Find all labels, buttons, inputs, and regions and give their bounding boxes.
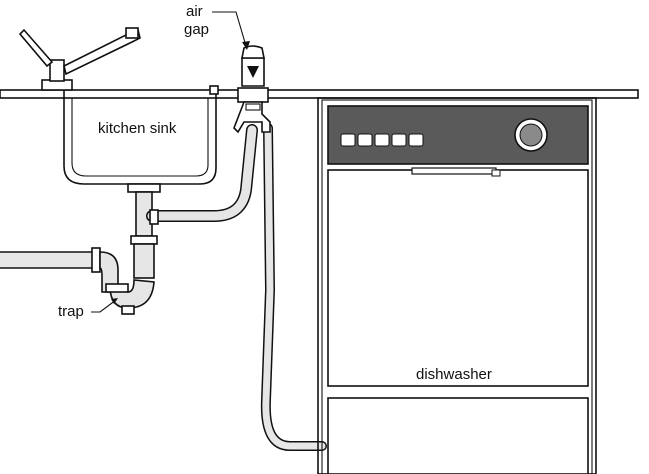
dishwasher-button-3[interactable] xyxy=(374,133,390,147)
kitchen-sink-basin xyxy=(63,85,219,193)
faucet xyxy=(18,27,141,91)
kitchen-sink-label: kitchen sink xyxy=(98,120,177,137)
air-gap-device xyxy=(233,45,271,134)
dishwasher-button-5[interactable] xyxy=(408,133,424,147)
p-trap xyxy=(105,243,155,315)
trap-label: trap xyxy=(58,303,84,320)
dishwasher-kick-plate xyxy=(327,397,589,474)
dishwasher-label: dishwasher xyxy=(416,366,492,383)
air-gap-label-line2: gap xyxy=(184,21,209,38)
air-gap-label-line1: air xyxy=(186,3,203,20)
tailpiece xyxy=(130,191,158,245)
dishwasher xyxy=(317,97,597,474)
dishwasher-door[interactable] xyxy=(327,169,589,387)
dishwasher-drain-hose xyxy=(260,123,327,451)
wall-drain-pipe xyxy=(0,247,119,293)
label-air-gap: air gap xyxy=(184,3,250,50)
air-gap-drain-hose xyxy=(146,124,258,225)
dishwasher-latch[interactable] xyxy=(411,167,497,175)
label-trap: trap xyxy=(58,298,118,320)
dishwasher-button-2[interactable] xyxy=(357,133,373,147)
countertop xyxy=(0,89,639,99)
dishwasher-button-4[interactable] xyxy=(391,133,407,147)
dishwasher-button-1[interactable] xyxy=(340,133,356,147)
